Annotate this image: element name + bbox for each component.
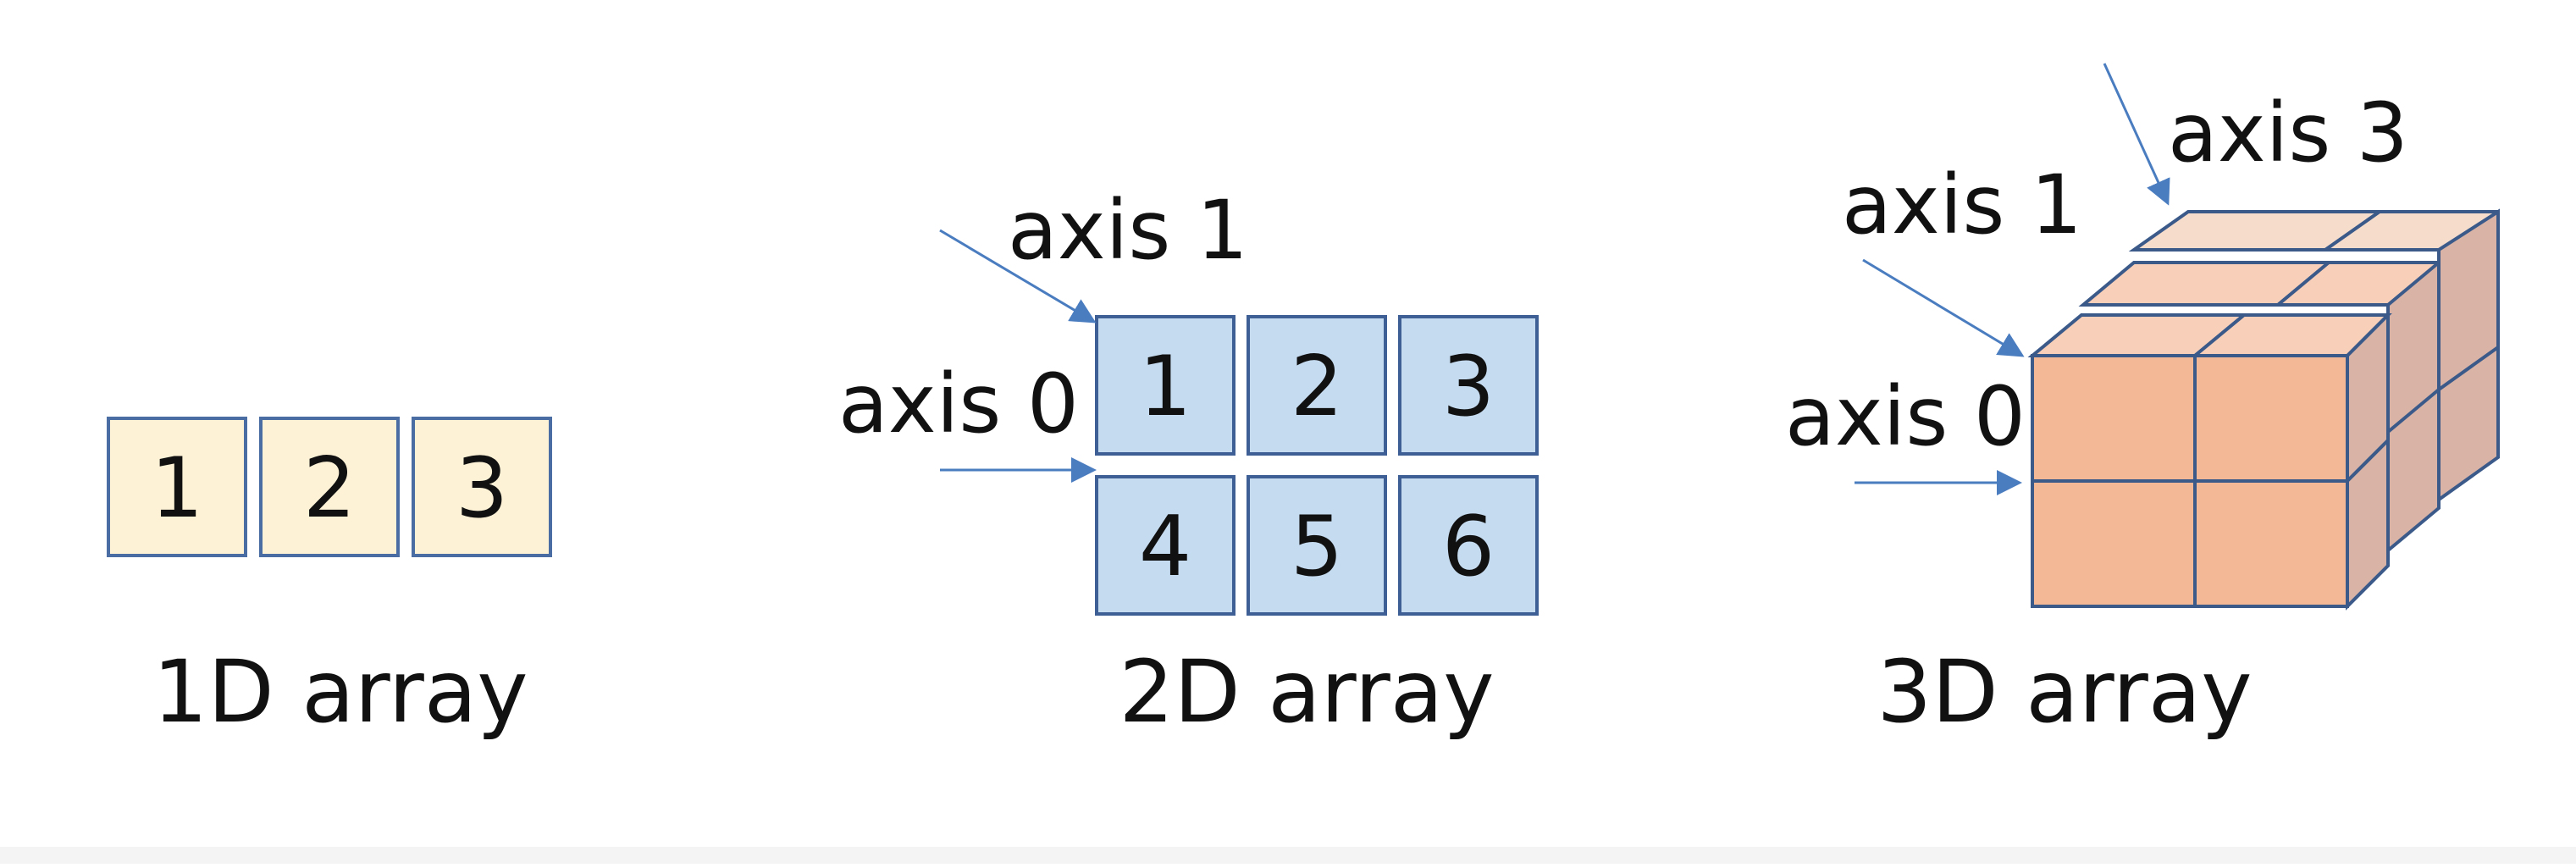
array-3d: axis 3 axis 1 axis 0 3D array	[1785, 63, 2500, 743]
array-1d-cell: 3	[412, 417, 552, 557]
array-1d-cell: 1	[107, 417, 247, 557]
axis-0-label: axis 0	[838, 357, 1079, 451]
axis-1-arrow	[1862, 258, 2025, 357]
array-3d-back-layer	[2128, 208, 2500, 503]
axis-1-label: axis 1	[1008, 183, 1248, 278]
array-2d-cell: 6	[1398, 475, 1539, 616]
array-3d-front-face	[2193, 479, 2349, 608]
array-1d: 1 2 3 1D array	[107, 417, 552, 743]
axis-3-arrow	[2103, 63, 2170, 206]
array-3d-front-face	[2193, 354, 2349, 483]
array-3d-front-face	[2031, 354, 2197, 483]
axis-1-arrow	[939, 229, 1097, 323]
array-2d: 1 2 3 4 5 6 axis 1 axis 0 2D array	[838, 183, 1539, 743]
array-1d-caption: 1D array	[152, 642, 528, 743]
array-2d-cell-value: 3	[1442, 339, 1495, 435]
array-2d-cell-value: 5	[1291, 499, 1343, 595]
array-1d-cell-value: 1	[151, 440, 203, 537]
array-2d-cell: 4	[1095, 475, 1235, 616]
array-2d-caption: 2D array	[1119, 642, 1494, 743]
array-2d-cell: 1	[1095, 315, 1235, 456]
array-2d-cell: 5	[1247, 475, 1387, 616]
array-3d-front-face	[2031, 479, 2197, 608]
array-2d-cell-value: 6	[1442, 499, 1495, 595]
array-3d-caption: 3D array	[1877, 642, 2252, 743]
array-1d-cell: 2	[259, 417, 400, 557]
array-2d-cell: 2	[1247, 315, 1387, 456]
axis-3-label: axis 3	[2168, 86, 2408, 180]
array-1d-cell-value: 3	[456, 440, 508, 537]
array-2d-cell-value: 2	[1291, 339, 1343, 435]
array-2d-cell-value: 1	[1139, 339, 1191, 435]
array-1d-cell-value: 2	[303, 440, 356, 537]
array-3d-middle-layer	[2078, 258, 2441, 555]
array-2d-cell: 3	[1398, 315, 1539, 456]
bottom-strip	[0, 847, 2576, 864]
axis-1-label: axis 1	[1842, 158, 2082, 252]
axis-0-label: axis 0	[1785, 369, 2026, 464]
array-2d-cell-value: 4	[1139, 499, 1191, 595]
